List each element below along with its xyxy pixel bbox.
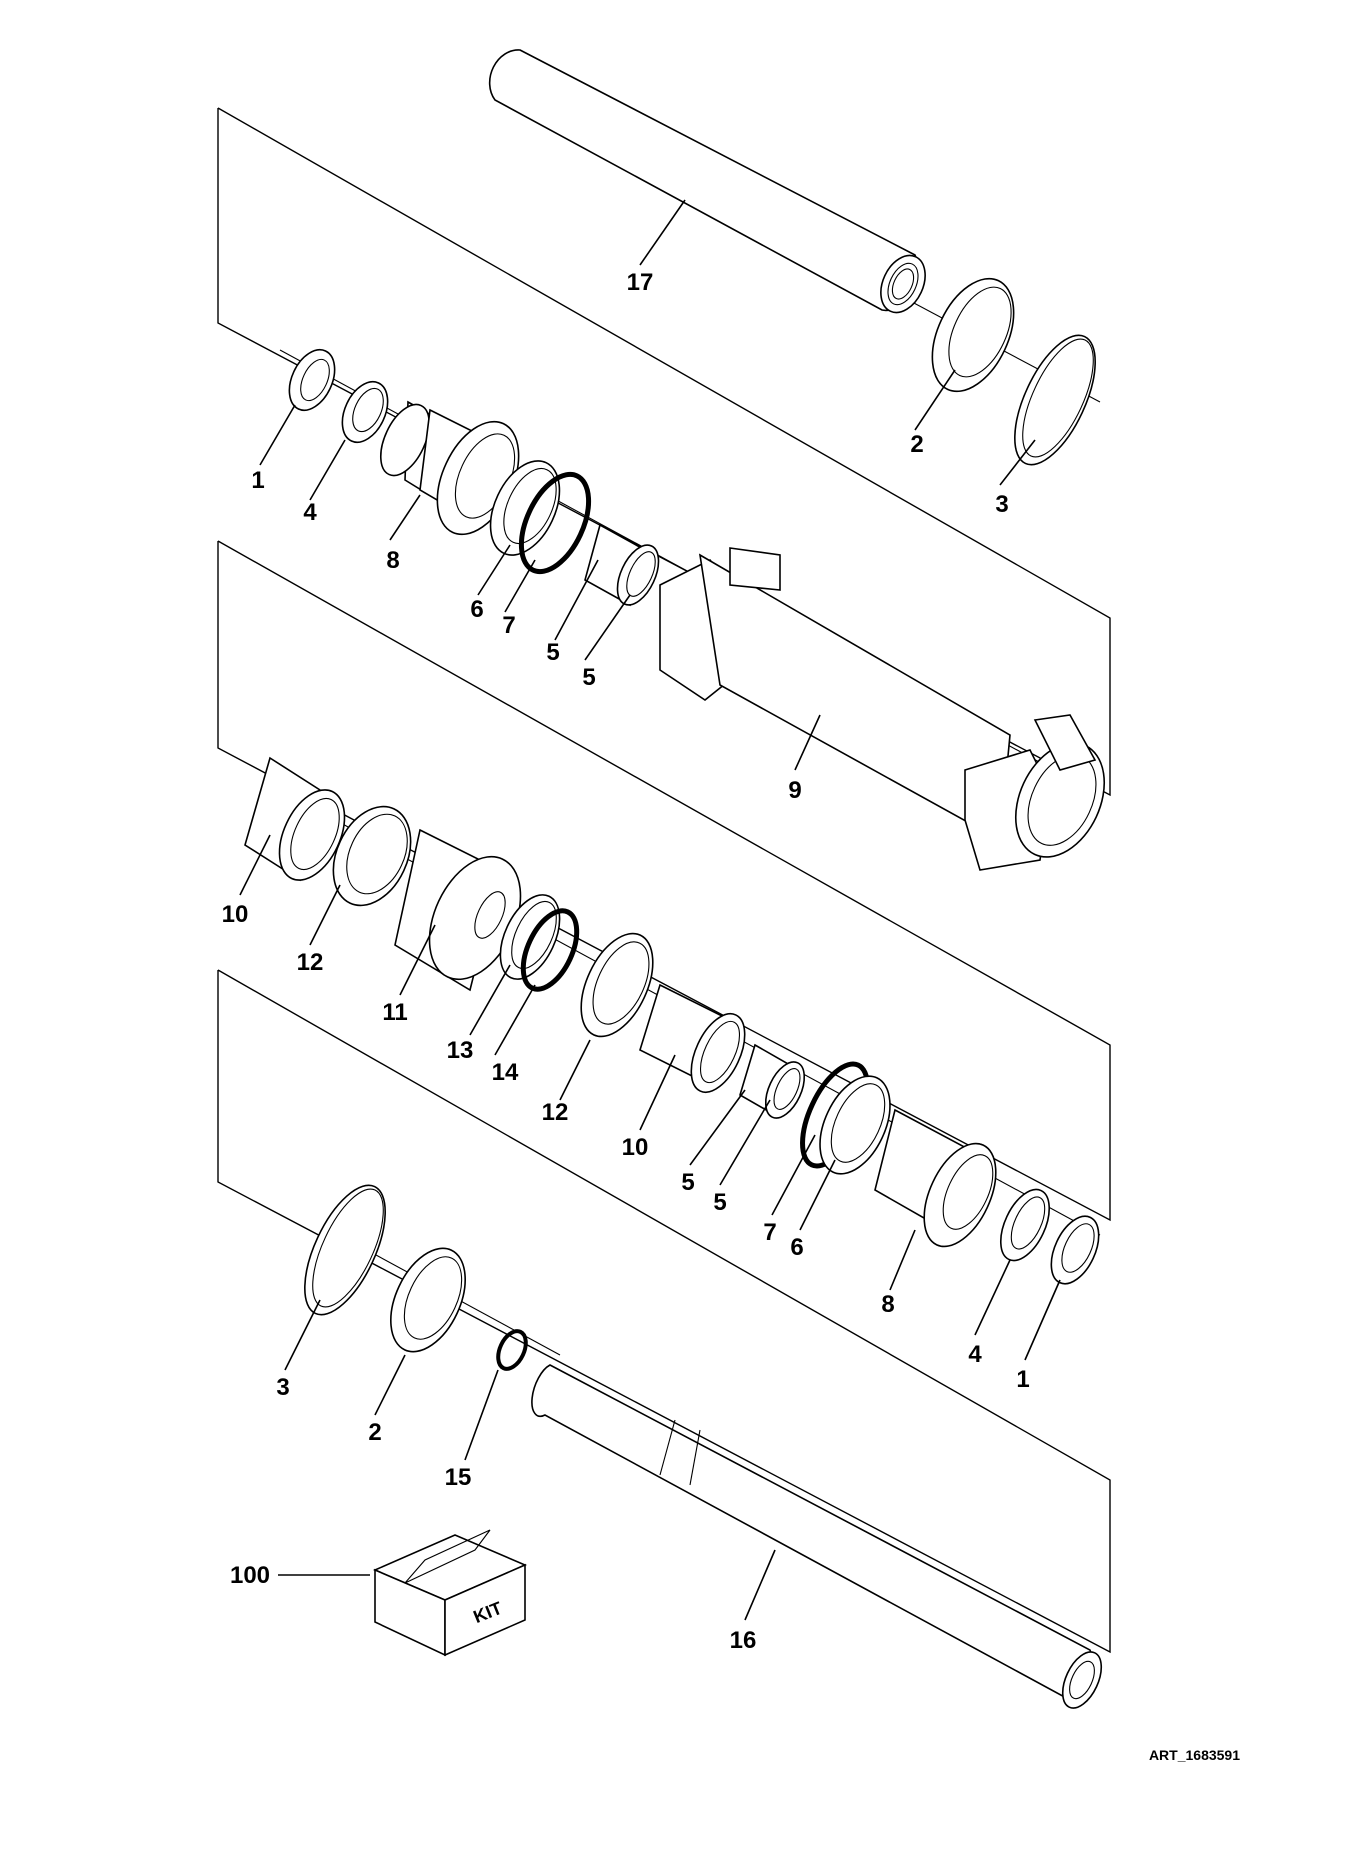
part-5-bushing-lower [739,1043,806,1119]
callout-12: 12 [297,949,324,976]
art-reference: ART_1683591 [1149,1747,1240,1763]
part-4-seal-top [341,380,389,444]
part-1-wiper-top [288,348,336,412]
part-6-backup-lower [819,1075,891,1175]
part-3-ring-top [1014,334,1096,466]
part-14-oring [520,908,580,992]
part-7-oring-top [518,471,592,575]
callout-4: 4 [968,1341,982,1368]
part-12-backup-ring-a [332,805,412,907]
callout-1: 1 [251,467,264,494]
callout-9: 9 [788,777,801,804]
callout-17: 17 [627,269,654,296]
part-17-tube [488,49,926,314]
callout-15: 15 [445,1464,472,1491]
callout-16: 16 [730,1627,757,1654]
part-11-piston [394,828,522,992]
part-16-rod [531,1364,1103,1709]
callout-3: 3 [995,491,1008,518]
part-12-backup-ring-b [580,932,654,1038]
part-2-locknut-top [931,277,1015,393]
callout-2: 2 [910,431,923,458]
part-100-kit-box: KIT [372,1529,528,1657]
callout-5: 5 [582,664,595,691]
part-3-ring-lower [304,1184,386,1316]
callout-13: 13 [447,1037,474,1064]
callout-8: 8 [386,547,399,574]
part-4-seal-lower [999,1188,1051,1262]
callout-1: 1 [1016,1366,1029,1393]
callout-5: 5 [681,1169,694,1196]
part-8-gland-lower [874,1108,997,1248]
callout-6: 6 [790,1234,803,1261]
callout-8: 8 [881,1291,894,1318]
part-9-barrel [659,547,1106,871]
part-1-wiper-lower [1050,1215,1100,1285]
callout-12: 12 [542,1099,569,1126]
leader-lines [239,199,1061,1621]
callout-3: 3 [276,1374,289,1401]
callout-7: 7 [502,612,515,639]
callout-11: 11 [382,999,407,1026]
part-10-wear-ring-a [244,756,346,882]
callout-14: 14 [492,1059,519,1086]
callout-labels: 17 2 3 1 4 8 6 7 5 5 9 10 12 11 13 14 12… [222,269,1030,1654]
callout-7: 7 [763,1219,776,1246]
part-10-wear-ring-b [639,983,746,1093]
part-15-oring-small [496,1329,528,1371]
callout-10: 10 [622,1134,649,1161]
callout-6: 6 [470,596,483,623]
part-8-gland-top [379,400,520,536]
callout-100: 100 [230,1562,270,1589]
part-5-bushing-top [584,523,660,607]
callout-5: 5 [546,639,559,666]
callout-2: 2 [368,1419,381,1446]
callout-5: 5 [713,1189,726,1216]
part-2-locknut-lower [390,1247,466,1353]
callout-4: 4 [303,499,317,526]
callout-10: 10 [222,901,249,928]
